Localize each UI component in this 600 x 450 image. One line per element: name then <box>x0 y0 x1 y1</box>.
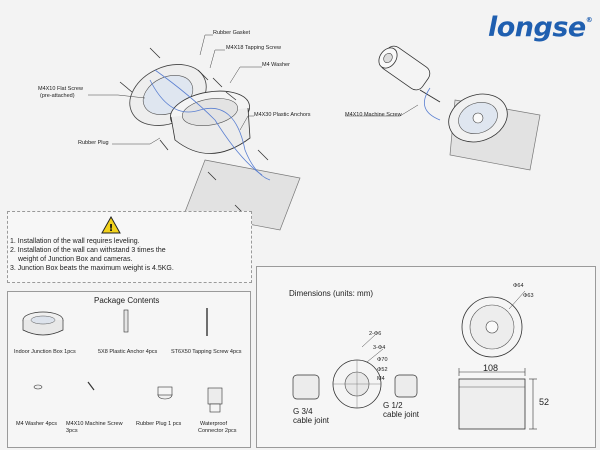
package-items-illustrations <box>22 308 223 413</box>
g34-desc: cable joint <box>293 416 330 425</box>
dimensions-panel: Dimensions (units: mm) 2-Φ6 3-Φ4 Φ70 Φ64… <box>256 266 596 448</box>
warning-line-3: weight of Junction Box and cameras. <box>18 256 133 263</box>
callout-tapping-screw: M4X18 Tapping Screw <box>226 45 281 51</box>
callout-plastic-anchors: M4X30 Plastic Anchors <box>254 112 311 118</box>
item-machine-screw-qty: 3pcs <box>66 428 78 434</box>
callout-m4-washer: M4 Washer <box>262 62 290 68</box>
dim-phi70: Φ70 <box>377 357 388 363</box>
warning-line-2: 2. Installation of the wall can withstan… <box>10 247 166 254</box>
callout-rubber-plug: Rubber Plug <box>78 140 109 146</box>
item-m4-washer: M4 Washer 4pcs <box>16 421 58 427</box>
warning-line-1: 1. Installation of the wall requires lev… <box>10 238 140 245</box>
dim-3-phi4: 3-Φ4 <box>373 345 386 351</box>
item-junction-box: Indoor Junction Box 1pcs <box>14 349 76 355</box>
g34-label: G 3/4 cable joint <box>293 407 329 425</box>
g12-label: G 1/2 cable joint <box>383 401 419 419</box>
g12-desc: cable joint <box>383 410 420 419</box>
warning-line-4: 3. Junction Box beats the maximum weight… <box>10 265 174 272</box>
dimensions-title: Dimensions (units: mm) <box>289 289 374 298</box>
dim-height: 52 <box>539 397 550 407</box>
item-plastic-anchor: 5X8 Plastic Anchor 4pcs <box>98 349 158 355</box>
camera-assembly <box>378 45 441 121</box>
dim-2-phi6: 2-Φ6 <box>369 331 382 337</box>
warning-box: ! 1. Installation of the wall requires l… <box>7 211 252 283</box>
dim-phi63: Φ63 <box>523 293 534 299</box>
warning-triangle-icon: ! <box>101 216 121 234</box>
dim-phi64: Φ64 <box>513 283 524 289</box>
package-contents-panel: Package Contents Indoor Junction Box 1pc… <box>7 291 251 448</box>
callout-rubber-gasket: Rubber Gasket <box>213 30 250 36</box>
item-tapping-screw: ST6X50 Tapping Screw 4pcs <box>171 349 242 355</box>
item-machine-screw: M4X10 Machine Screw <box>66 421 123 427</box>
callout-machine-screw: M4X10 Machine Screw <box>345 112 402 118</box>
g34-size: G 3/4 <box>293 407 313 416</box>
callout-flat-screw: M4X10 Flat Screw <box>38 86 83 92</box>
dim-m4: M4 <box>377 376 385 382</box>
g12-size: G 1/2 <box>383 401 403 410</box>
item-rubber-plug: Rubber Plug 1 pcs <box>136 421 182 427</box>
item-waterproof-connector-qty: Connector 2pcs <box>198 428 237 434</box>
brand-logo: longse® <box>488 12 593 43</box>
dimension-drawings <box>292 290 537 430</box>
package-title: Package Contents <box>94 296 160 305</box>
callout-flat-screw-note: (pre-attached) <box>40 93 75 99</box>
item-waterproof-connector: Waterproof <box>200 421 228 427</box>
svg-text:!: ! <box>109 223 114 234</box>
dim-phi52: Φ52 <box>377 367 388 373</box>
dim-width: 108 <box>483 363 499 373</box>
